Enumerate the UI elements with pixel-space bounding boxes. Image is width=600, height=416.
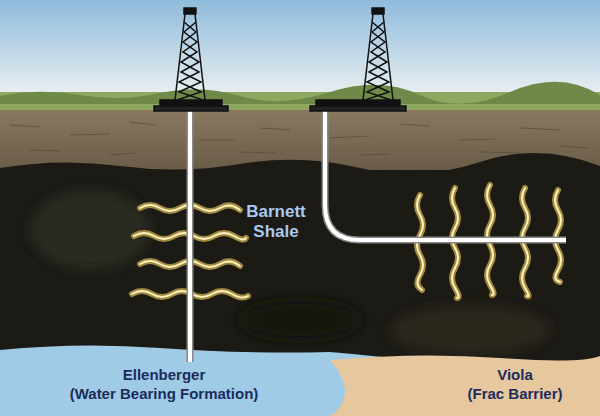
formation-label: Barnett Shale [236, 202, 316, 243]
viola-layer [330, 355, 600, 416]
left-derrick [154, 8, 228, 111]
shale-shading [30, 190, 550, 355]
horizontal-well [325, 108, 566, 240]
formation-label: Viola [440, 366, 590, 384]
sky [0, 0, 600, 100]
barnett-shale-layer [0, 153, 600, 416]
formation-note: (Frac Barrier) [440, 385, 590, 403]
soil-texture [10, 122, 590, 155]
formation-note: (Water Bearing Formation) [44, 385, 284, 403]
right-derrick [310, 8, 406, 111]
formation-label: Ellenberger [54, 366, 274, 384]
treeline [0, 82, 600, 104]
vertical-well [190, 108, 191, 362]
